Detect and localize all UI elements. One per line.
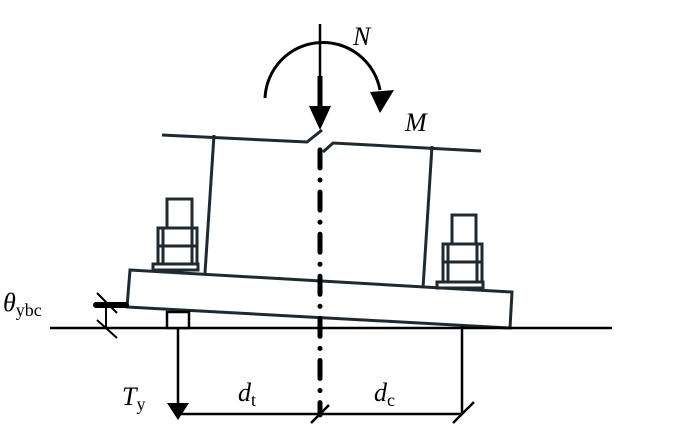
dist-compression-symbol: d (374, 378, 387, 407)
column-left-flange (203, 134, 216, 274)
tension-subscript: y (136, 394, 146, 414)
left-anchor-bolt (151, 197, 200, 272)
label-moment: M (405, 108, 427, 137)
rotation-tick-lower (96, 319, 118, 339)
dist-compression-subscript: c (387, 390, 395, 410)
column-right-flange (421, 145, 434, 289)
column-top-edge (161, 128, 323, 144)
rotation-tick-upper (96, 292, 118, 314)
rotation-subscript: ybc (15, 300, 42, 320)
right-anchor-bolt (435, 213, 485, 290)
column-top-edge-right (321, 141, 482, 154)
dist-tension-symbol: d (238, 378, 251, 407)
label-tension: Ty (122, 382, 146, 414)
moment-arc (263, 40, 382, 99)
anchor-pad (165, 310, 191, 330)
label-dist-tension: dt (238, 378, 257, 410)
label-rotation: θybc (3, 288, 42, 320)
tension-symbol: T (122, 382, 137, 411)
label-dist-compression: dc (374, 378, 395, 410)
axial-force-arrowhead-icon (309, 106, 331, 130)
tension-arrowhead-icon (167, 403, 189, 420)
dist-tension-subscript: t (251, 390, 257, 410)
moment-arrowhead-icon (370, 90, 394, 113)
rotation-symbol: θ (3, 288, 16, 317)
label-axial-force: N (353, 22, 371, 51)
dimension-tick-right (452, 401, 475, 424)
